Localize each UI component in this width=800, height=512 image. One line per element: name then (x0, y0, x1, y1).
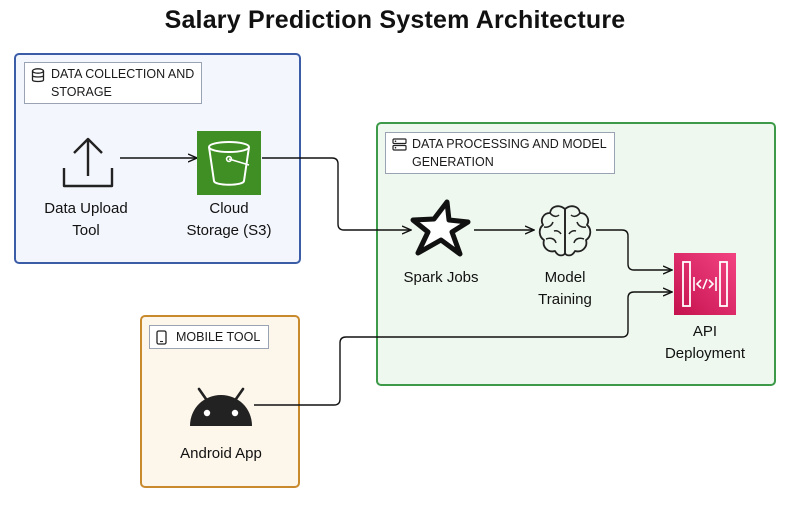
node-model-training: Model Training (505, 267, 625, 311)
node-data-upload-tool: Data Upload Tool (26, 198, 146, 242)
diagram-title: Salary Prediction System Architecture (164, 6, 626, 34)
node-label-line: API (692, 323, 718, 340)
edge-training-to-api (596, 229, 672, 270)
edge-android-to-api (254, 292, 672, 406)
group-label-text: DATA PROCESSING AND MODEL GENERATION (412, 137, 607, 169)
node-label-line: Spark Jobs (403, 269, 479, 286)
node-android-app: Android App (161, 443, 281, 465)
node-label-line: Training (538, 291, 592, 308)
mobile-phone-icon (156, 330, 167, 345)
node-cloud-storage: Cloud Storage (S3) (169, 198, 289, 242)
group-label-text: DATA COLLECTION AND STORAGE (51, 67, 195, 99)
database-icon (31, 68, 45, 83)
node-label-line: Storage (S3) (186, 222, 272, 239)
node-label-line: Model (544, 269, 586, 286)
android-icon (190, 387, 252, 426)
group-label-data-collection: DATA COLLECTION AND STORAGE (24, 62, 202, 104)
group-label-data-processing: DATA PROCESSING AND MODEL GENERATION (385, 132, 615, 174)
node-label-line: Cloud (209, 200, 249, 217)
server-icon (392, 138, 407, 151)
upload-icon (62, 137, 114, 188)
s3-bucket-icon (197, 131, 261, 195)
node-label-line: Android App (180, 445, 262, 462)
group-label-mobile-tool: MOBILE TOOL (149, 325, 269, 349)
api-gateway-icon (674, 253, 736, 315)
node-spark-jobs: Spark Jobs (381, 267, 501, 289)
node-label-line: Tool (72, 222, 100, 239)
node-label-line: Deployment (664, 345, 746, 362)
spark-star-icon (410, 199, 471, 257)
node-label-line: Data Upload (44, 200, 128, 217)
edge-storage-to-spark (262, 157, 411, 230)
group-label-text: MOBILE TOOL (176, 330, 261, 344)
brain-icon (538, 205, 592, 257)
node-api-deployment: API Deployment (645, 321, 765, 365)
